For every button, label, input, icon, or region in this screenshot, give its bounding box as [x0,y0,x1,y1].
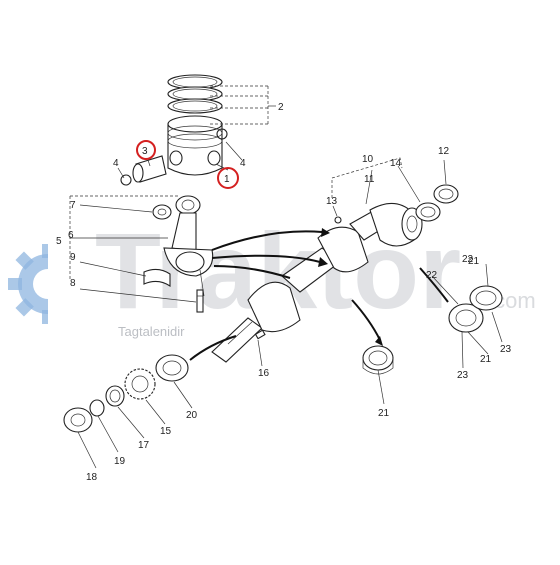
o-ring-19 [89,399,105,417]
thrust-washer-22 [469,285,503,311]
piston [167,115,223,176]
callout-3: 3 [142,146,148,157]
callout-14: 14 [390,158,402,169]
callout-9: 9 [70,252,76,263]
callout-22-right: 22 [462,254,474,265]
main-bearing-21-right [448,303,484,333]
callout-18: 18 [86,472,98,483]
callout-21-lower: 21 [378,408,390,419]
callout-2: 2 [278,102,284,113]
callout-6: 6 [68,230,74,241]
callout-13: 13 [326,196,338,207]
callout-23-right: 23 [500,344,512,355]
callout-4-right: 4 [240,158,246,169]
main-bearing-20 [155,354,189,382]
plug-13 [334,216,342,224]
small-end-bushing [152,204,172,220]
piston-pin [132,155,167,183]
callout-22-left: 22 [426,270,438,281]
callout-23-left: 23 [457,370,469,381]
main-bearing-14 [415,202,441,222]
callout-19: 19 [114,456,126,467]
rod-bolt [196,289,204,313]
crankshaft [211,202,423,363]
assembly-arrows [189,228,449,361]
callout-11: 11 [364,174,375,185]
circlips [120,128,228,186]
callout-21-top: 21 [468,256,480,267]
gear-logo-icon [8,239,98,329]
callout-labels: 1 2 3 4 4 5 6 7 8 9 10 11 12 13 14 15 16… [56,102,512,483]
callout-21-right: 21 [480,354,492,365]
highlight-marks [136,140,239,189]
watermark-tagline: Tagtalenidir [118,324,185,339]
highlight-callout-3 [136,140,156,160]
callout-16: 16 [258,368,270,379]
callout-10: 10 [362,154,374,165]
main-bearing-21-lower [362,345,394,375]
callout-12: 12 [438,146,450,157]
seal-18 [63,407,93,433]
callout-4-left: 4 [113,158,119,169]
rod-bearing-shell [143,268,171,288]
spacer-17 [105,385,125,407]
callout-15: 15 [160,426,172,437]
callout-8: 8 [70,278,76,289]
callout-7: 7 [70,200,76,211]
main-bearing-12 [433,184,459,204]
callout-17: 17 [138,440,150,451]
highlight-callout-1 [217,167,239,189]
piston-rings [167,74,223,114]
key-16 [254,329,266,340]
callout-20: 20 [186,410,198,421]
leader-lines [70,105,503,469]
crank-gear-15 [124,368,156,400]
connecting-rod [163,195,214,297]
callout-5: 5 [56,236,62,247]
callout-1: 1 [224,174,230,185]
